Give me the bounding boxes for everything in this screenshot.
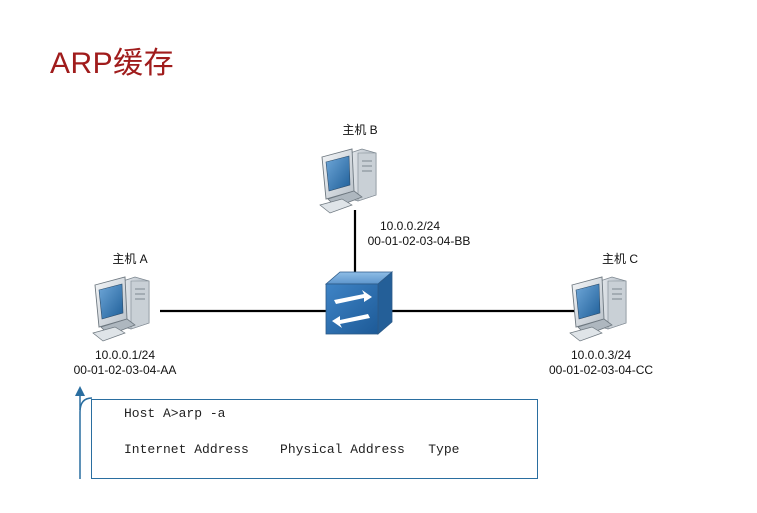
host-a-mac: 00-01-02-03-04-AA	[73, 363, 177, 377]
host-c-ip: 10.0.0.3/24	[570, 348, 632, 362]
host-b-computer-icon	[319, 148, 377, 214]
host-c-name: 主机 C	[601, 252, 639, 266]
terminal-headers: Internet Address Physical Address Type	[124, 442, 460, 457]
host-c-mac: 00-01-02-03-04-CC	[548, 363, 654, 377]
host-b-name: 主机 B	[342, 123, 378, 137]
terminal-command: Host A>arp -a	[124, 406, 226, 421]
switch-icon	[324, 271, 394, 335]
host-a-ip: 10.0.0.1/24	[94, 348, 156, 362]
host-b-mac: 00-01-02-03-04-BB	[367, 234, 471, 248]
pointer-arrow	[75, 386, 93, 479]
arp-terminal: Host A>arp -a Internet Address Physical …	[91, 399, 538, 479]
host-a-computer-icon	[92, 276, 150, 342]
host-b-ip: 10.0.0.2/24	[379, 219, 441, 233]
host-c-computer-icon	[569, 276, 627, 342]
page-title: ARP缓存	[50, 47, 175, 80]
host-a-name: 主机 A	[112, 252, 148, 266]
